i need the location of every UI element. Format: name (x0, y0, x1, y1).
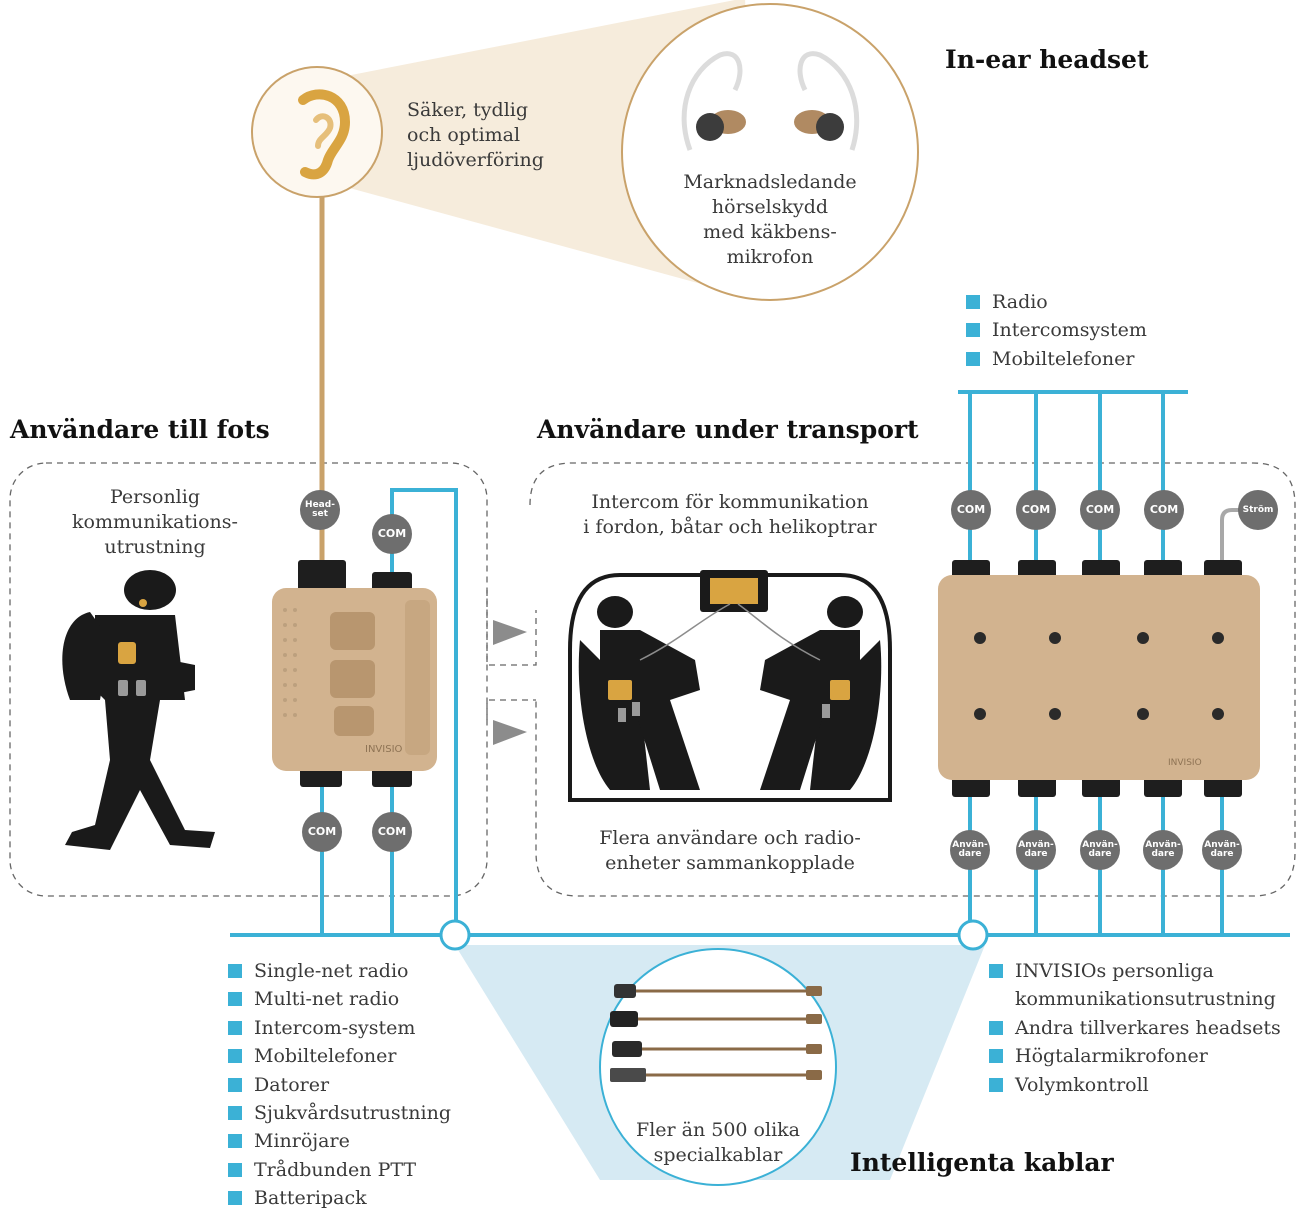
heading-users-in-transport: Användare under transport (537, 415, 919, 444)
pill-text: Använ- (952, 840, 988, 850)
list-item: Högtalarmikrofoner (989, 1042, 1281, 1070)
caption-line: med käkbens- (703, 221, 837, 243)
caption-line: utrustning (104, 536, 206, 558)
power-cable (1220, 508, 1242, 570)
com-connector-label: COM (372, 514, 412, 554)
list-item: Datorer (228, 1071, 451, 1099)
pill-text: dare (1151, 849, 1175, 859)
user-connector-label: Använ-dare (950, 830, 990, 870)
cables-circle (599, 948, 837, 1186)
pill-text: Använ- (1204, 840, 1240, 850)
caption-line: Fler än 500 olika (636, 1119, 800, 1141)
caption-line: och optimal (407, 124, 521, 146)
list-item: Single-net radio (228, 957, 451, 985)
left-cables (230, 390, 1290, 937)
list-item: Andra tillverkares headsets (989, 1014, 1281, 1042)
list-item: INVISIOs personliga (989, 957, 1281, 985)
pill-text: Använ- (1145, 840, 1181, 850)
group-connector-bottom (486, 699, 536, 720)
power-connector-label: Ström (1238, 490, 1278, 530)
intercom-caption: Intercom för kommunikation i fordon, båt… (565, 490, 895, 540)
list-item: Intercom-system (228, 1014, 451, 1042)
caption-line: mikrofon (726, 246, 814, 268)
cables-caption: Fler än 500 olika specialkablar (618, 1118, 818, 1168)
pill-text: set (312, 509, 328, 519)
com-connector-label: COM (951, 490, 991, 530)
list-item: Multi-net radio (228, 985, 451, 1013)
user-connector-label: Använ-dare (1080, 830, 1120, 870)
list-item: Intercomsystem (966, 316, 1147, 344)
earbuds-image (681, 51, 860, 151)
multi-users-caption: Flera användare och radio- enheter samma… (565, 826, 895, 876)
arrow-right-top (493, 620, 527, 645)
caption-line: ljudöverföring (407, 149, 544, 171)
group-connector-top (486, 590, 537, 666)
pill-text: dare (1088, 849, 1112, 859)
ear-caption: Säker, tydlig och optimal ljudöverföring (407, 98, 544, 173)
cable-assortment-image (610, 984, 822, 1082)
caption-line: Marknadsledande (683, 171, 857, 193)
com-connector-label: COM (1144, 490, 1184, 530)
caption-line: Intercom för kommunikation (591, 491, 869, 513)
caption-line: Flera användare och radio- (599, 827, 861, 849)
pill-text: Head- (305, 500, 335, 510)
user-connector-label: Använ-dare (1202, 830, 1242, 870)
user-connector-label: Använ-dare (1016, 830, 1056, 870)
caption-line: i fordon, båtar och helikoptrar (583, 516, 877, 538)
pill-text: dare (958, 849, 982, 859)
heading-in-ear-headset: In-ear headset (945, 45, 1149, 74)
list-item: kommunikationsutrustning (1015, 988, 1276, 1011)
com-connector-label: COM (302, 812, 342, 852)
heading-users-on-foot: Användare till fots (10, 415, 270, 444)
right-junction (957, 919, 989, 951)
soldier-silhouette (62, 570, 215, 850)
top-right-device-list: Radio Intercomsystem Mobiltelefoner (966, 288, 1147, 373)
device-brand-right: INVISIO (1168, 758, 1202, 768)
personal-equipment-caption: Personlig kommunikations- utrustning (55, 485, 255, 560)
list-item: Volymkontroll (989, 1071, 1281, 1099)
pill-text: Använ- (1082, 840, 1118, 850)
bottom-right-device-list: INVISIOs personliga kommunikationsutrust… (989, 957, 1281, 1099)
user-connector-label: Använ-dare (1143, 830, 1183, 870)
caption-line: Säker, tydlig (407, 99, 529, 121)
intercom-hub-device: INVISIO (938, 560, 1260, 797)
caption-line: kommunikations- (72, 511, 238, 533)
pill-text: Använ- (1018, 840, 1054, 850)
list-item: Batteripack (228, 1184, 451, 1209)
heading-intelligent-cables: Intelligenta kablar (850, 1148, 1114, 1177)
caption-line: enheter sammankopplade (605, 852, 855, 874)
personal-hub-device: INVISIO (272, 560, 437, 787)
arrow-right-bottom (493, 720, 527, 745)
list-item: Radio (966, 288, 1147, 316)
pill-text: dare (1024, 849, 1048, 859)
com-connector-label: COM (372, 812, 412, 852)
vehicle-cabin-illustration (568, 570, 892, 802)
caption-line: hörselskydd (711, 196, 829, 218)
caption-line: specialkablar (653, 1144, 783, 1166)
ear-icon (298, 89, 351, 180)
earbuds-caption: Marknadsledande hörselskydd med käkbens-… (660, 170, 880, 270)
caption-line: Personlig (110, 486, 200, 508)
com-connector-label: COM (1016, 490, 1056, 530)
ear-circle (251, 66, 383, 198)
list-item: Mobiltelefoner (966, 345, 1147, 373)
headset-connector-label: Head-set (300, 490, 340, 530)
list-item: Trådbunden PTT (228, 1156, 451, 1184)
bottom-left-device-list: Single-net radio Multi-net radio Interco… (228, 957, 451, 1209)
foot-user-group (9, 462, 488, 897)
left-junction (439, 919, 471, 951)
list-item: Minröjare (228, 1127, 451, 1155)
device-brand-left: INVISIO (365, 744, 403, 755)
com-connector-label: COM (1080, 490, 1120, 530)
list-item: Sjukvårdsutrustning (228, 1099, 451, 1127)
list-item: Mobiltelefoner (228, 1042, 451, 1070)
pill-text: dare (1210, 849, 1234, 859)
